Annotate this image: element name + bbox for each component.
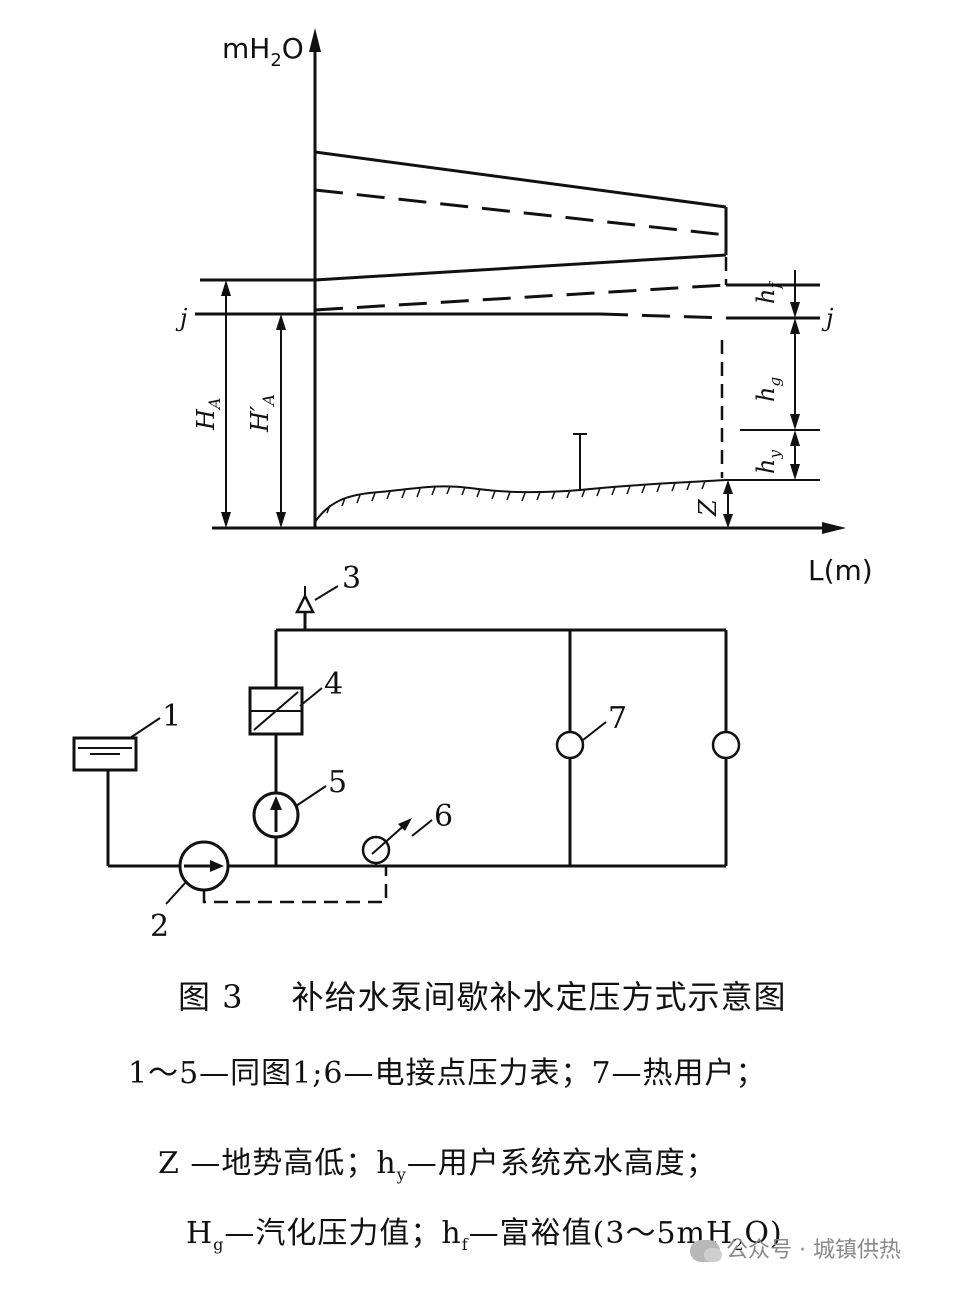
watermark: 公众号 · 城镇供热 bbox=[690, 1232, 901, 1264]
z-arrow-bottom bbox=[723, 514, 733, 528]
hf-label: hf bbox=[752, 281, 784, 304]
label-3: 3 bbox=[342, 561, 361, 596]
label-6: 6 bbox=[434, 799, 453, 834]
z-arrow-top bbox=[723, 480, 733, 494]
leader-3 bbox=[314, 585, 339, 601]
leader-7 bbox=[582, 721, 607, 741]
check-valve-arrowhead bbox=[270, 796, 282, 810]
caption-line-2-a: Z —地势高低；h bbox=[158, 1146, 397, 1181]
j-left-label: j bbox=[175, 304, 188, 332]
caption-line-3-a: H bbox=[186, 1216, 214, 1251]
z-label: Z bbox=[694, 498, 722, 517]
hy-label: hy bbox=[752, 450, 784, 474]
ha-prime-label: H′A bbox=[246, 394, 278, 433]
leader-5 bbox=[295, 785, 327, 807]
caption-line-3-sub3: 2 bbox=[733, 1235, 745, 1254]
label-2: 2 bbox=[150, 909, 169, 944]
y-axis-arrow bbox=[309, 28, 321, 52]
supply-pressure-dashed bbox=[314, 188, 727, 237]
return-pressure-line bbox=[314, 253, 727, 282]
wechat-icon bbox=[690, 1240, 722, 1262]
x-axis-label: L(m) bbox=[808, 554, 873, 587]
j-line-dashed bbox=[599, 312, 727, 320]
caption-line-2: Z —地势高低；hy—用户系统充水高度； bbox=[158, 1138, 717, 1184]
ha-prime-arrow-bottom bbox=[276, 512, 286, 528]
caption-line-3: Hg—汽化压力值；hf—富裕值(3～5mH2O) bbox=[186, 1208, 783, 1254]
ha-arrow-top bbox=[221, 280, 231, 296]
watermark-text: 公众号 · 城镇供热 bbox=[726, 1238, 901, 1263]
leader-2 bbox=[165, 881, 187, 905]
hg-arrow-bottom bbox=[790, 414, 800, 430]
hf-arrow bbox=[790, 302, 800, 318]
hy-arrow-bottom bbox=[790, 464, 800, 480]
caption-line-2-sub: y bbox=[396, 1165, 407, 1184]
ha-prime-arrow-top bbox=[276, 314, 286, 330]
ha-label: HA bbox=[192, 398, 224, 432]
ground-profile bbox=[314, 479, 727, 523]
caption-line-2-b: —用户系统充水高度； bbox=[406, 1146, 717, 1181]
return-pressure-dashed bbox=[314, 283, 727, 312]
label-4: 4 bbox=[324, 667, 343, 702]
heat-user-icon-1 bbox=[555, 730, 585, 760]
figure-title: 补给水泵间歇补水定压方式示意图 bbox=[291, 978, 787, 1016]
diagram: mH2O L(m) j j HA H′A hf hg hy Z bbox=[72, 28, 873, 944]
j-right-label: j bbox=[821, 304, 834, 332]
air-vent-icon bbox=[294, 593, 316, 614]
hg-arrow-top bbox=[790, 318, 800, 334]
figure-caption-title: 图 3 补给水泵间歇补水定压方式示意图 bbox=[178, 972, 787, 1018]
leader-6 bbox=[411, 819, 433, 837]
label-7: 7 bbox=[608, 701, 627, 736]
x-axis-arrow bbox=[822, 522, 846, 534]
label-5: 5 bbox=[328, 765, 347, 800]
control-dashed-line bbox=[202, 866, 388, 904]
pump-arrowhead bbox=[210, 860, 224, 872]
leader-4 bbox=[299, 687, 323, 707]
caption-line-3-sub1: g bbox=[213, 1235, 225, 1254]
hg-label: hg bbox=[752, 377, 784, 402]
leader-1 bbox=[129, 717, 161, 739]
y-axis-label: mH2O bbox=[222, 32, 304, 71]
caption-line-3-b: —汽化压力值；h bbox=[224, 1216, 462, 1251]
heat-user-icon-2 bbox=[711, 730, 741, 760]
caption-line-3-d: O) bbox=[744, 1216, 783, 1251]
gauge-needle-head bbox=[398, 818, 412, 831]
caption-line-1: 1～5—同图1;6—电接点压力表；7—热用户； bbox=[128, 1056, 767, 1091]
filter-diagonal bbox=[253, 691, 299, 731]
ha-arrow-bottom bbox=[221, 512, 231, 528]
figure-number: 图 3 bbox=[178, 978, 244, 1016]
caption-line-3-c: —富裕值(3～5mH bbox=[468, 1216, 734, 1251]
ground-hatching bbox=[326, 480, 706, 514]
caption-line-3-sub2: f bbox=[461, 1235, 469, 1254]
supply-pressure-line bbox=[314, 150, 727, 209]
label-1: 1 bbox=[162, 699, 181, 734]
hy-arrow-top bbox=[790, 430, 800, 446]
